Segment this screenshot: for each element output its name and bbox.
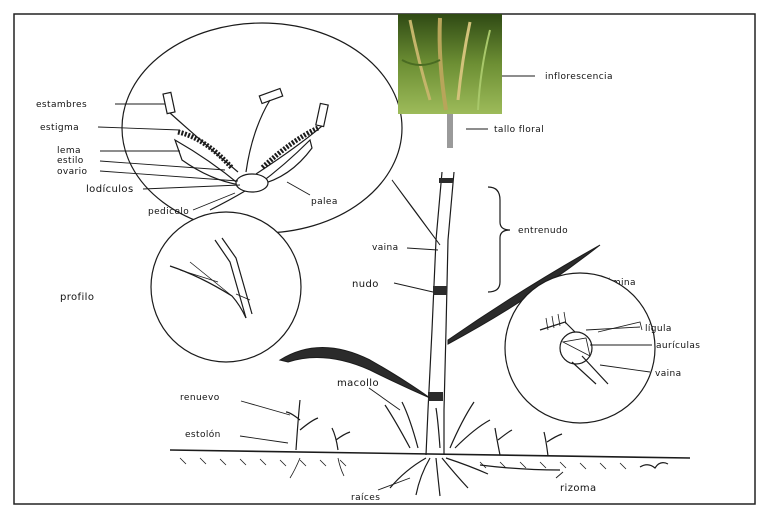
label-nudo: nudo — [352, 279, 379, 290]
label-vaina-detail: vaina — [655, 369, 682, 379]
roots — [290, 458, 488, 496]
label-tallo-floral: tallo floral — [494, 125, 544, 135]
label-estolon: estolón — [185, 429, 221, 440]
label-auriculas: aurículas — [656, 341, 700, 351]
profilo-detail-circle — [151, 212, 301, 362]
renuevo-shoot — [286, 400, 318, 450]
floral-stalk — [447, 114, 453, 148]
artist-signature — [640, 463, 668, 468]
leaf-left — [280, 348, 430, 399]
label-palea: palea — [311, 197, 338, 207]
flag-leaf — [392, 180, 440, 245]
label-estilo: estilo — [57, 156, 84, 166]
label-lema: lema — [57, 146, 81, 156]
estolon-shoots — [332, 428, 562, 456]
label-rizoma: rizoma — [560, 483, 597, 494]
inflorescence-photo — [398, 14, 502, 114]
label-macollo: macollo — [337, 378, 379, 389]
main-stem — [426, 172, 454, 455]
label-renuevo: renuevo — [180, 393, 220, 403]
label-estambres: estambres — [36, 100, 87, 110]
flower-detail-circle — [98, 23, 402, 233]
entrenudo-brace — [488, 187, 510, 292]
label-ligula: lígula — [645, 324, 672, 334]
label-profilo: profilo — [60, 292, 94, 303]
label-vaina-stem: vaina — [372, 243, 399, 253]
ligula-detail-circle — [505, 273, 655, 423]
soil-line — [170, 450, 690, 469]
macollo-tillers — [385, 402, 490, 448]
label-ovario: ovario — [57, 167, 88, 177]
label-entrenudo: entrenudo — [518, 226, 568, 236]
label-lodiculos: lodículos — [86, 183, 134, 195]
label-pedicelo: pedicelo — [148, 207, 189, 217]
label-inflorescencia: inflorescencia — [545, 72, 613, 82]
rhizome — [480, 465, 560, 470]
label-raices: raíces — [351, 493, 380, 503]
label-estigma: estigma — [40, 123, 79, 133]
